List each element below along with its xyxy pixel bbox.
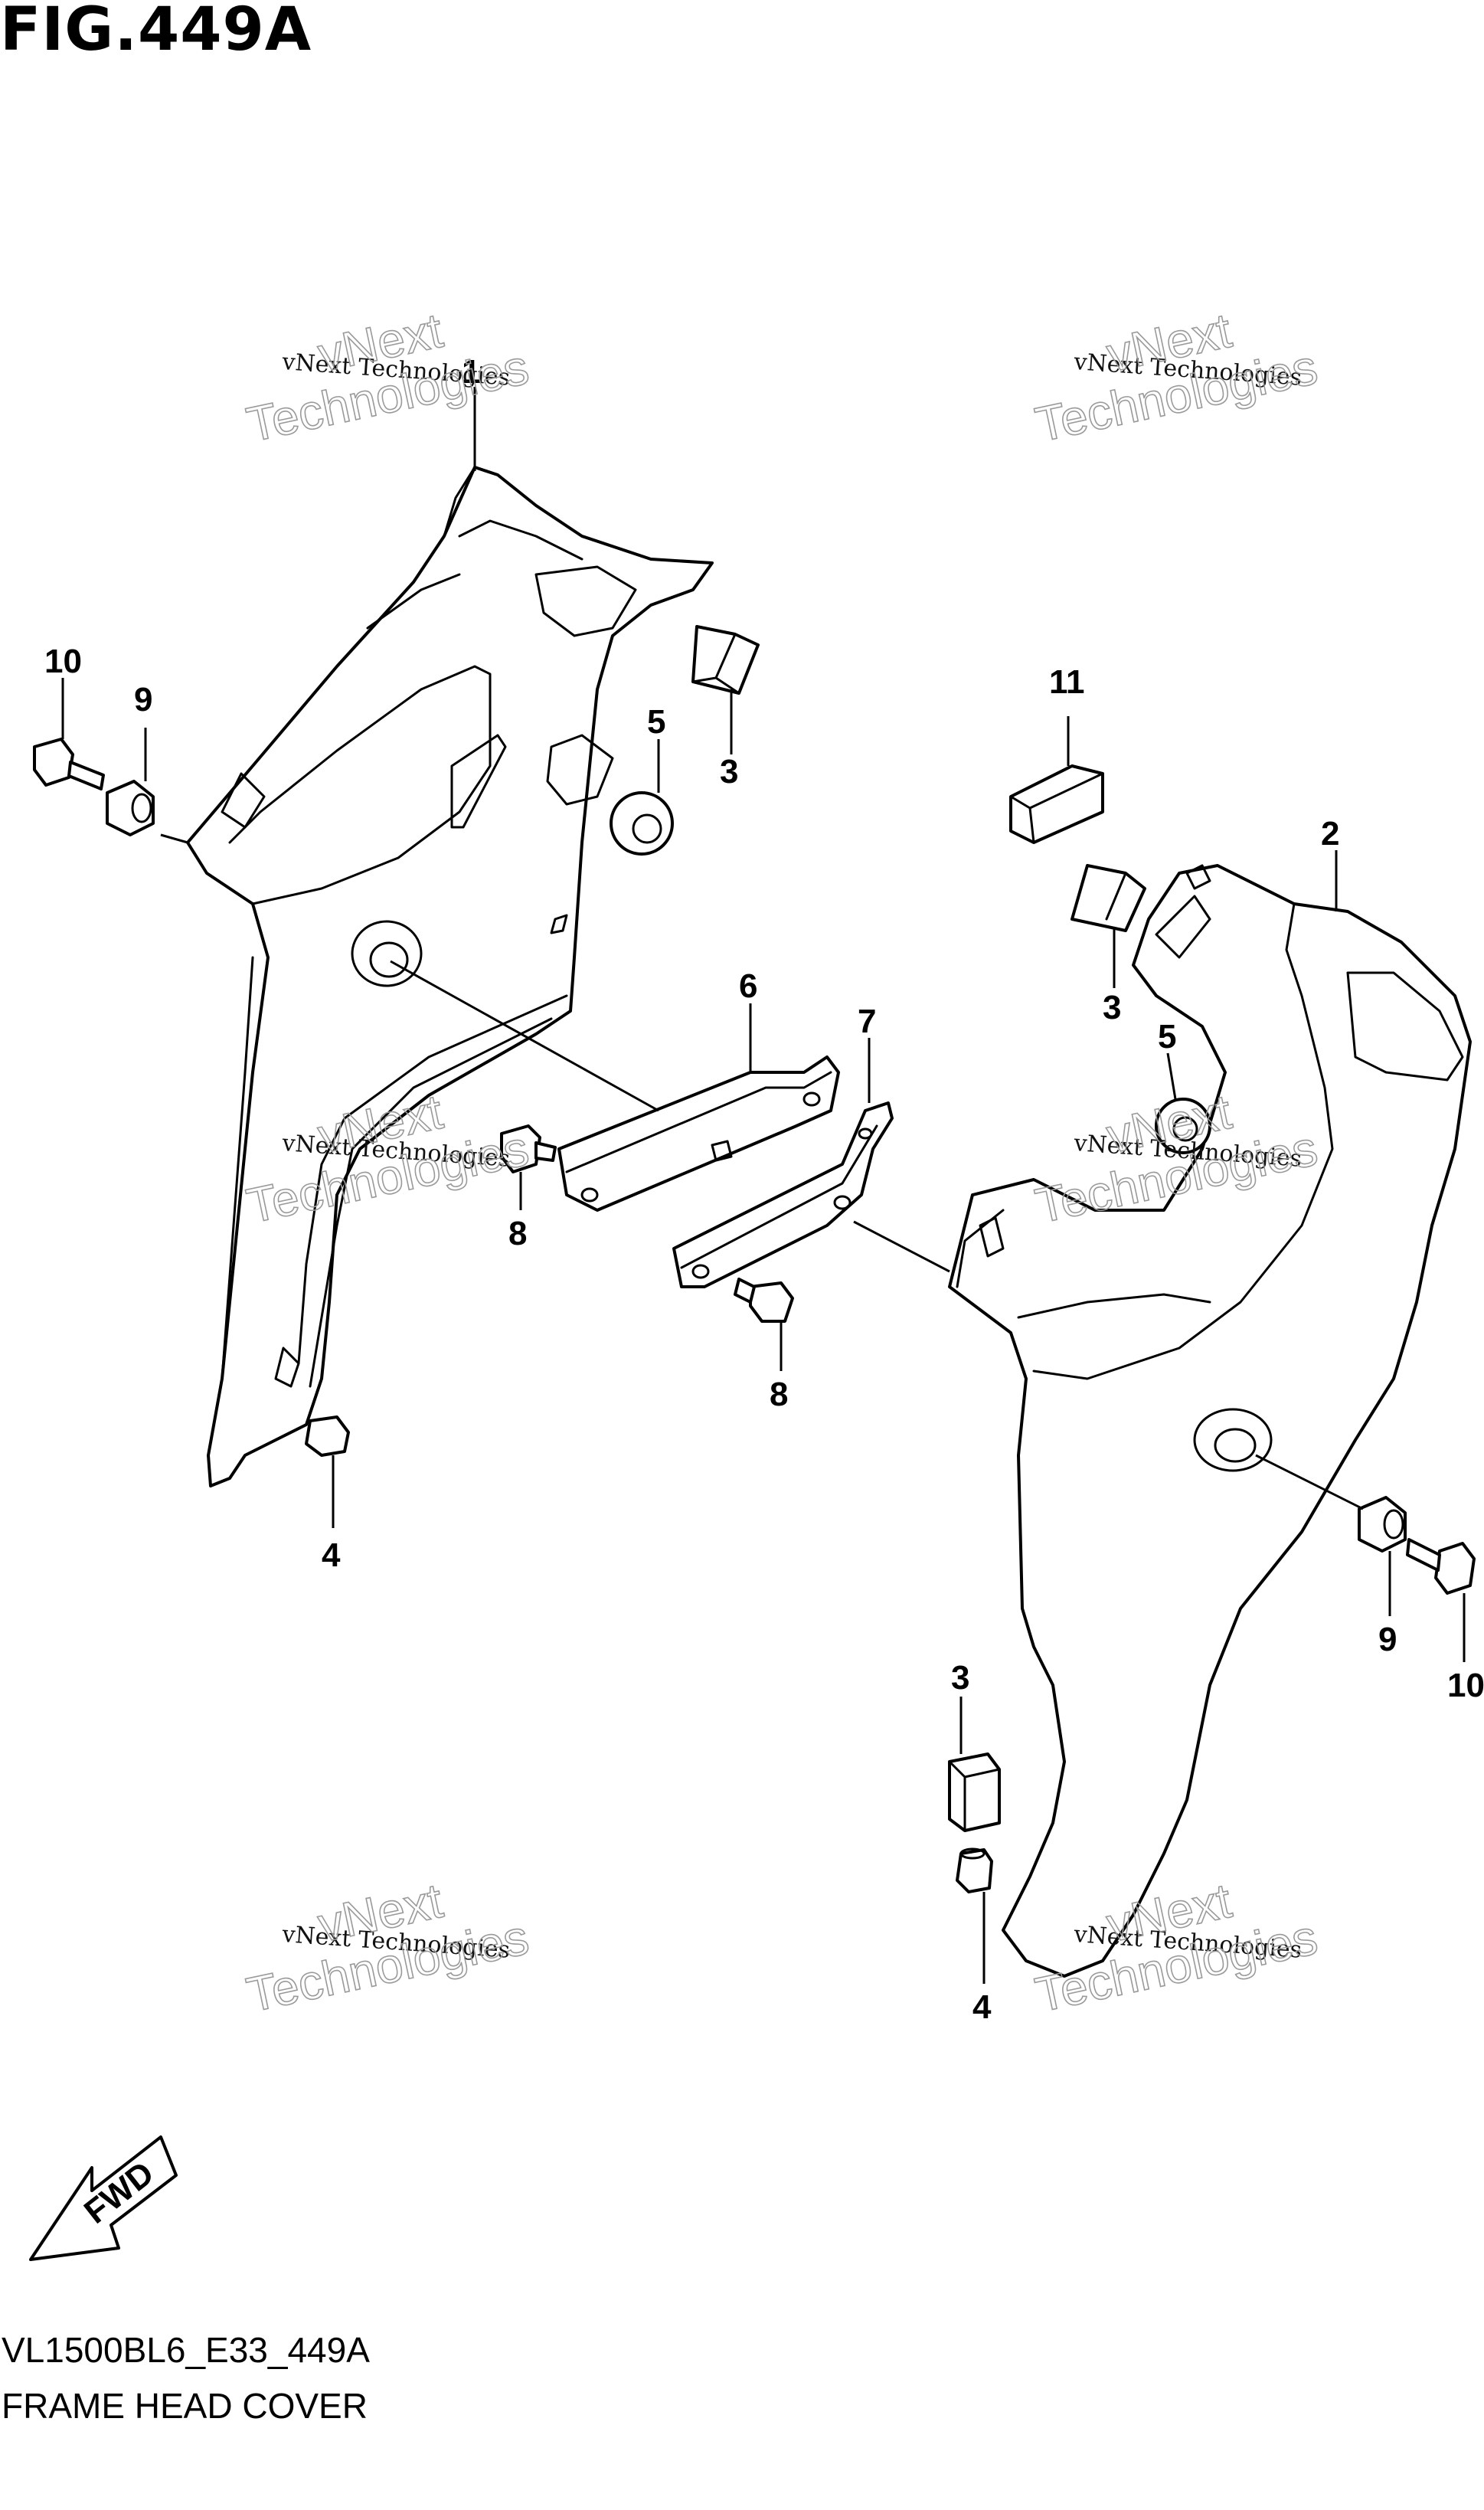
part-10-bolt-right: [1406, 1538, 1476, 1595]
part-10-bolt-left: [33, 738, 105, 790]
watermark-big: vNext Technologies: [241, 1872, 534, 2023]
callout-1: 1: [462, 353, 480, 391]
callout-3-upper: 3: [720, 753, 738, 790]
callout-4-left: 4: [322, 1536, 341, 1574]
part-9-collar-left: [106, 780, 155, 836]
callout-3-right: 3: [1103, 989, 1121, 1026]
part-4-grommet-right: [956, 1847, 993, 1893]
part-1-left-frame-head-cover: [186, 466, 714, 1487]
callout-8-left: 8: [508, 1215, 527, 1252]
callout-10-right: 10: [1447, 1667, 1484, 1704]
part-8-screw-left: [500, 1124, 557, 1173]
callout-11: 11: [1049, 663, 1085, 701]
figure-caption: FRAME HEAD COVER: [2, 2386, 368, 2426]
part-6-bracket: [557, 1055, 840, 1212]
callout-2: 2: [1321, 815, 1339, 852]
part-7-bracket: [672, 1101, 894, 1288]
part-9-collar-right: [1358, 1496, 1407, 1553]
callout-4-right: 4: [972, 1988, 992, 2026]
callout-10-left: 10: [44, 643, 82, 680]
leader-lines: [61, 387, 1466, 1984]
part-5-grommet-left: [610, 791, 674, 856]
part-4-grommet-left: [305, 1415, 350, 1457]
model-code: VL1500BL6_E33_449A: [2, 2330, 370, 2370]
part-11-block: [1009, 764, 1104, 844]
callout-5-left: 5: [647, 703, 665, 741]
part-8-screw-right: [734, 1278, 794, 1323]
callout-9-left: 9: [134, 681, 152, 718]
part-3-cushion-lower: [948, 1752, 1001, 1832]
callout-9-right: 9: [1378, 1621, 1397, 1658]
part-3-cushion-right: [1071, 864, 1146, 932]
part-2-right-frame-head-cover: [948, 864, 1472, 1978]
watermark-big: vNext Technologies: [241, 302, 534, 453]
part-5-grommet-right: [1155, 1098, 1211, 1154]
watermark-big: vNext Technologies: [1030, 302, 1322, 453]
callouts: 1 2 3 3 3 4 4 5 5 6 7 8 8 9 9 10 10 11: [44, 353, 1484, 2026]
callout-7: 7: [858, 1003, 876, 1040]
callout-6: 6: [739, 967, 757, 1005]
callout-5-right: 5: [1158, 1018, 1176, 1055]
callout-3-lower: 3: [951, 1659, 969, 1697]
fwd-arrow-icon: FWD: [29, 2135, 178, 2261]
part-3-cushion-upper: [691, 625, 760, 695]
callout-8-right: 8: [770, 1376, 788, 1413]
figure-title: FIG.449A: [0, 0, 312, 64]
